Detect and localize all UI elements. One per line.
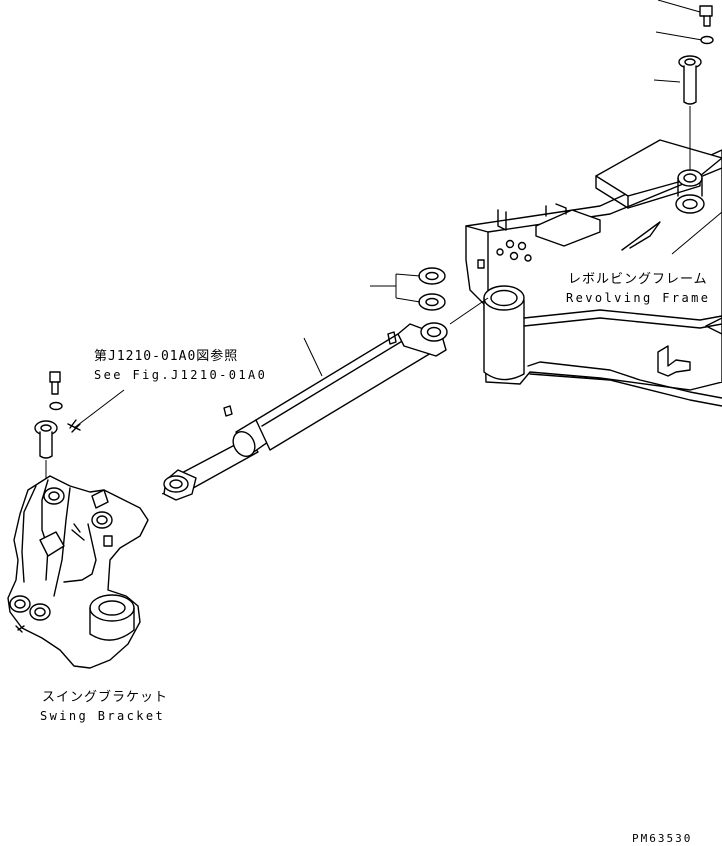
revolving-frame-label-ja: レボルビングフレーム	[568, 272, 708, 287]
swing-bracket	[7, 475, 149, 669]
revolving-frame-label-en: Revolving Frame	[566, 291, 711, 305]
swing-bracket-label-ja: スイングブラケット	[42, 690, 169, 705]
lower-pin-set	[34, 371, 125, 480]
cylinder-assembly	[161, 297, 489, 501]
drawing-code: PM63530	[632, 832, 693, 845]
swing-bracket-label-en: Swing Bracket	[40, 709, 166, 723]
see-figure-label-en: See Fig.J1210-01A0	[94, 368, 268, 382]
upper-pin-set	[653, 0, 714, 170]
cylinder-washers	[370, 267, 446, 311]
see-figure-label-ja: 第J1210-01A0図参照	[94, 349, 239, 364]
